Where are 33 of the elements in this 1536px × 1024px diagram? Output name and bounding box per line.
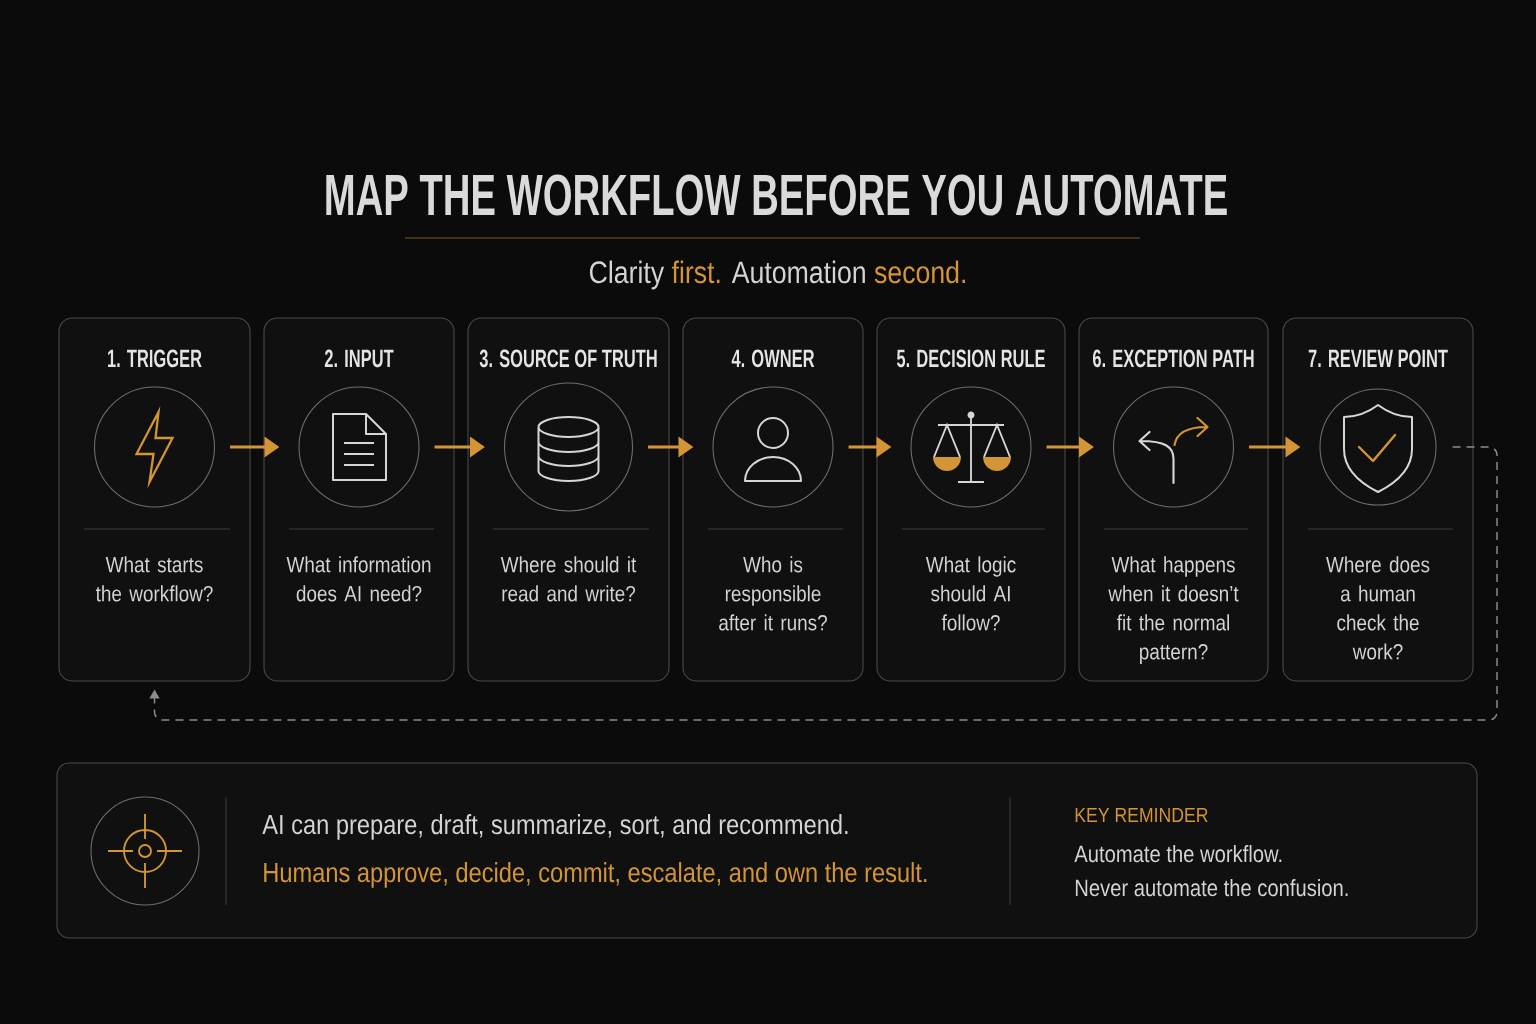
- step-heading: 4. OWNER: [731, 349, 815, 368]
- question-text: Where does a human check the work?: [1326, 556, 1430, 660]
- step-heading: 2. INPUT: [324, 349, 394, 368]
- icon-circle: [503, 382, 634, 512]
- label: first.: [671, 260, 720, 284]
- body-text: AI can prepare, draft, summarize, sort, and recommend.: [262, 814, 848, 840]
- step-heading: 5. DECISION RULE: [896, 349, 1045, 368]
- question-text: What starts the workflow?: [95, 556, 213, 602]
- icon-circle: [1112, 386, 1235, 508]
- question-text: Who is responsible after it runs?: [719, 556, 827, 631]
- step-heading: 6. EXCEPTION PATH: [1093, 349, 1254, 368]
- reminder-text: Automate the workflow.: [1074, 845, 1282, 863]
- dashed-arrow: [149, 446, 1498, 721]
- question-text: What logic should AI follow?: [925, 556, 1016, 631]
- icon-circle: [712, 386, 834, 508]
- reminder-text: Never automate the confusion.: [1075, 879, 1348, 897]
- question-text: What happens when it doesn’t fit the normal pattern?: [1108, 556, 1239, 664]
- step-heading: 3. SOURCE OF TRUTH: [479, 349, 657, 368]
- subtitle: Clarity first. Automation second.: [589, 260, 965, 290]
- step-heading: 1. TRIGGER: [108, 349, 202, 368]
- label: second.: [874, 260, 965, 284]
- icon-circle: [298, 386, 420, 508]
- highlight-text: Humans approve, decide, commit, escalate, and own the result.: [264, 862, 927, 888]
- label: Clarity: [589, 260, 665, 290]
- icon-circle: [93, 386, 216, 508]
- step-heading: 7. REVIEW POINT: [1308, 349, 1448, 368]
- icon-circle: [1319, 388, 1437, 506]
- question-text: What information does AI need?: [286, 556, 431, 602]
- question-text: Where should it read and write?: [500, 556, 637, 602]
- title: MAP THE WORKFLOW BEFORE YOU AUTOMATE: [326, 174, 1227, 216]
- icon-circle: [910, 386, 1032, 508]
- reminder-heading: KEY REMINDER: [1075, 807, 1208, 822]
- label: Automation: [731, 260, 865, 284]
